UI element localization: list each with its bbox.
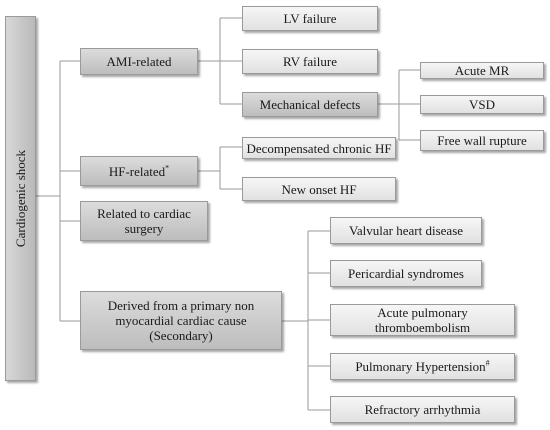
node-free-wall-rupture: Free wall rupture [420, 130, 544, 151]
ph-text: Pulmonary Hypertension [355, 359, 486, 374]
hf-footnote-mark: * [165, 163, 170, 173]
node-vsd-label: VSD [468, 97, 495, 112]
node-valvular-heart-disease: Valvular heart disease [330, 217, 482, 244]
node-ami-label: AMI-related [106, 54, 172, 69]
node-dchf-label: Decompensated chronic HF [246, 140, 392, 156]
node-peri-label: Pericardial syndromes [348, 266, 464, 281]
node-cardiac-surgery: Related to cardiac surgery [80, 201, 208, 241]
node-mechanical-defects: Mechanical defects [242, 92, 378, 117]
connector-hf [198, 146, 242, 190]
node-pulmonary-hypertension: Pulmonary Hypertension# [330, 353, 515, 380]
node-fwr-label: Free wall rupture [437, 133, 527, 148]
connector-ami [198, 17, 242, 105]
connector-root [36, 61, 61, 321]
node-surgery-label: Related to cardiac surgery [97, 206, 191, 236]
node-secondary-label: Derived from a primary non myocardial ca… [107, 298, 255, 343]
node-rv-label: RV failure [283, 54, 337, 69]
node-arr-label: Refractory arrhythmia [364, 402, 481, 417]
node-new-onset-hf: New onset HF [242, 177, 396, 201]
hf-text: HF-related [108, 163, 166, 179]
node-pericardial-syndromes: Pericardial syndromes [330, 260, 482, 287]
ph-footnote-mark: # [485, 358, 490, 368]
root-node-cardiogenic-shock: Cardiogenic shock [5, 16, 36, 381]
node-pe-label: Acute pulmonary thromboembolism [374, 305, 471, 335]
node-mr-label: Acute MR [454, 63, 510, 78]
root-label: Cardiogenic shock [13, 149, 28, 248]
node-decompensated-chronic-hf: Decompensated chronic HF [242, 137, 396, 159]
node-valv-label: Valvular heart disease [348, 223, 464, 238]
node-secondary-cause: Derived from a primary non myocardial ca… [80, 291, 282, 350]
node-pulmonary-thromboembolism: Acute pulmonary thromboembolism [330, 304, 515, 336]
node-hf-related: HF-related* [80, 156, 198, 186]
node-ami-related: AMI-related [80, 48, 198, 75]
connector-mech [378, 69, 420, 141]
node-mech-label: Mechanical defects [259, 97, 361, 112]
node-ph-label: Pulmonary Hypertension# [355, 359, 489, 374]
node-lv-failure: LV failure [242, 6, 378, 31]
node-new-label: New onset HF [281, 181, 357, 197]
connector-secondary [282, 230, 330, 411]
node-vsd: VSD [420, 95, 544, 114]
node-acute-mr: Acute MR [420, 62, 544, 79]
node-rv-failure: RV failure [242, 49, 378, 74]
node-refractory-arrhythmia: Refractory arrhythmia [330, 396, 515, 423]
node-lv-label: LV failure [283, 11, 337, 26]
node-hf-label: HF-related* [109, 164, 169, 179]
